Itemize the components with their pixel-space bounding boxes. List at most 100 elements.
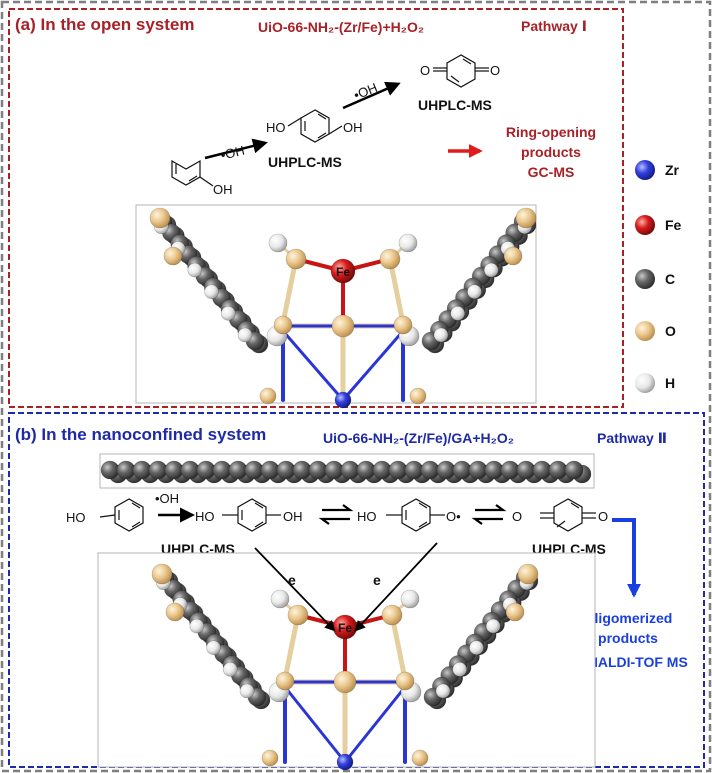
linker-oxygen <box>503 246 523 266</box>
oxygen <box>261 749 279 767</box>
bq-o-right-label-b: O <box>598 509 608 524</box>
radical-o-label: O• <box>446 509 461 524</box>
graphene-carbon <box>356 460 376 480</box>
oh-radical-b: •OH <box>155 491 179 506</box>
zr-bond <box>283 685 347 764</box>
graphene-carbon <box>228 460 248 480</box>
graphene-carbon <box>404 460 424 480</box>
graphene-carbon <box>388 460 408 480</box>
graphene-carbon <box>340 460 360 480</box>
graphene-carbon <box>116 460 136 480</box>
graphene-carbon <box>436 460 456 480</box>
linker-hydrogen <box>467 284 482 300</box>
panel-a-frame <box>8 8 624 408</box>
oxygen <box>395 671 415 691</box>
oligomerized-line-1: Oligomerized <box>584 610 673 626</box>
graphene-carbon <box>468 460 488 480</box>
bq-o-right-label: O <box>490 63 500 78</box>
hydroxyl-hydrogen <box>268 233 288 253</box>
oxygen <box>393 315 413 335</box>
ring-opening-line-2: products <box>521 144 581 160</box>
linker-oxygen <box>149 207 171 229</box>
linker-hydrogen <box>237 327 253 343</box>
hydroxyl-hydrogen <box>400 589 420 609</box>
hydroxyl-hydrogen <box>270 589 290 609</box>
phenol-molecule-b <box>99 498 144 532</box>
graphene-carbon <box>260 460 280 480</box>
o-zr-bond <box>387 256 406 326</box>
bridging-oxygen <box>379 248 401 270</box>
linker-hydrogen <box>433 327 449 343</box>
legend-label-c: C <box>665 271 675 287</box>
hq-uhplc-label-a: UHPLC-MS <box>268 154 342 170</box>
legend-label-zr: Zr <box>665 162 680 178</box>
linker-oxygen <box>163 246 183 266</box>
fe-atom-label: Fe <box>338 621 352 635</box>
linker-oxygen <box>165 602 185 622</box>
oxygen <box>259 387 277 405</box>
bq-uhplc-label-a: UHPLC-MS <box>418 97 492 113</box>
graphene-carbon <box>244 460 264 480</box>
graphene-carbon <box>292 460 312 480</box>
graphene-carbon <box>516 460 536 480</box>
legend-item-o: O <box>635 321 676 341</box>
equilibrium-arrow-2 <box>471 504 507 525</box>
graphene-carbon <box>164 460 184 480</box>
bridging-oxygen <box>381 604 403 626</box>
zr-atom <box>334 391 352 409</box>
zr-bond <box>341 329 405 402</box>
hq-ho-label: HO <box>266 120 286 135</box>
zr-bond <box>281 329 345 402</box>
graphene-layer <box>100 460 592 484</box>
hq-ho-label-b: HO <box>195 509 215 524</box>
bq-o-left-label: O <box>420 63 430 78</box>
zr-bond <box>343 685 407 764</box>
phenol-molecule-a <box>171 159 214 187</box>
linker-hydrogen <box>483 262 499 278</box>
linker-hydrogen <box>452 662 468 677</box>
graphene-carbon <box>100 460 120 480</box>
mof-structure-b: Fe <box>151 563 539 771</box>
linker-hydrogen <box>450 306 466 321</box>
arrow-oligomerization <box>612 518 641 598</box>
oxygen <box>273 315 293 335</box>
linker-hydrogen <box>187 262 203 278</box>
o-zr-bond <box>280 256 299 326</box>
electron-arrow-2 <box>354 542 438 632</box>
graphene-carbon <box>532 460 552 480</box>
legend-label-o: O <box>665 323 676 339</box>
o-zr-bond <box>389 612 408 682</box>
legend-item-zr: Zr <box>635 160 680 180</box>
graphene-carbon <box>180 460 200 480</box>
linker-oxygen <box>505 602 525 622</box>
fe-atom-label: Fe <box>336 265 350 279</box>
mof-structure-a: Fe <box>149 207 537 409</box>
bridging-oxygen <box>287 604 309 626</box>
linker-hydrogen <box>206 640 221 656</box>
radical-ho-label: HO <box>357 509 377 524</box>
o-zr-bond <box>282 612 301 682</box>
bridging-oxygen <box>285 248 307 270</box>
legend-item-c: C <box>635 269 675 289</box>
linker-hydrogen <box>220 306 236 321</box>
bq-o-left-label-b: O <box>512 509 522 524</box>
graphene-carbon <box>548 460 568 480</box>
graphene-carbon <box>324 460 344 480</box>
panel-a-pathway: Pathway Ⅰ <box>521 18 587 34</box>
graphene-carbon <box>308 460 328 480</box>
oligomerized-line-3: MALDI-TOF MS <box>586 654 688 670</box>
mu3-oxygen <box>333 670 357 694</box>
panel-b-reaction: UiO-66-NH₂-(Zr/Fe)/GA+H₂O₂ <box>323 430 514 446</box>
graphene-carbon <box>484 460 504 480</box>
oh-radical-1: •OH <box>219 143 246 163</box>
hydroquinone-molecule-a <box>287 109 343 143</box>
oxygen <box>411 749 429 767</box>
electron-label-1: e <box>288 572 296 588</box>
benzoquinone-molecule-a <box>433 54 489 88</box>
graphene-carbon <box>148 460 168 480</box>
legend-label-h: H <box>665 375 675 391</box>
legend-item-h: H <box>635 373 675 393</box>
linker-oxygen <box>151 563 173 585</box>
